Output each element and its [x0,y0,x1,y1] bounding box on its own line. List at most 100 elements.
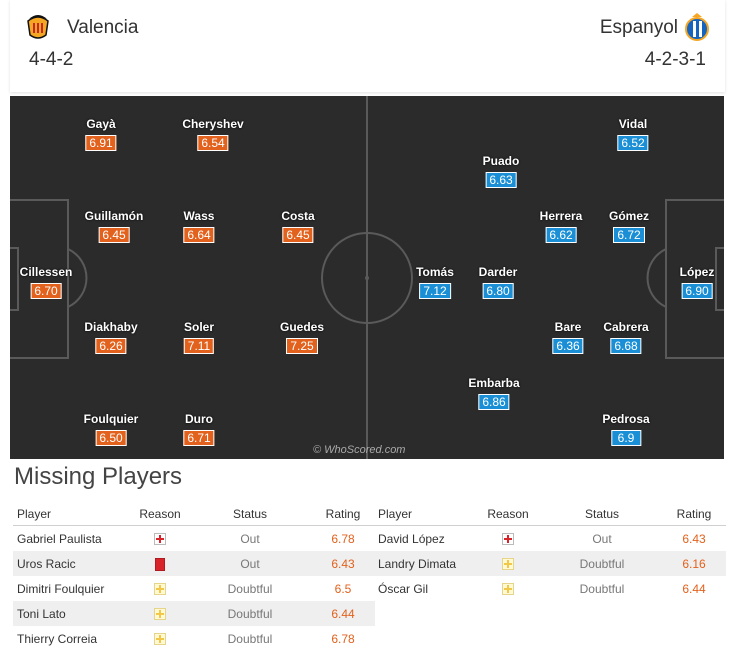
status-cell: Doubtful [579,581,625,596]
home-player-gaya[interactable]: Gayà 6.91 [85,117,117,152]
away-team-name[interactable]: Espanyol [599,17,678,38]
away-player-gomez[interactable]: Gómez 6.72 [609,209,649,244]
home-player-duro[interactable]: Duro 6.71 [183,412,215,447]
table-row: Dimitri Foulquier Doubtful 6.5 [13,576,375,601]
reason-cell [474,576,542,601]
home-missing-table: Player Reason Status Rating Gabriel Paul… [13,503,375,651]
player-rating: 6.45 [282,227,314,243]
doubtful-icon[interactable] [502,558,514,571]
home-player-cillessen[interactable]: Cillessen 6.70 [19,265,73,300]
player-name: Bare [554,320,582,334]
table-row: Thierry Correia Doubtful 6.78 [13,626,375,651]
away-player-lopez[interactable]: López 6.90 [679,265,715,300]
player-name: Darder [478,265,518,279]
player-name: López [679,265,715,279]
home-player-costa[interactable]: Costa 6.45 [281,209,315,244]
table-header-row: Player Reason Status Rating [13,503,375,526]
player-name-link[interactable]: David López [378,531,445,546]
player-name: Wass [183,209,215,223]
rating-cell: 6.44 [311,601,375,626]
player-rating: 6.36 [552,338,584,354]
away-player-darder[interactable]: Darder 6.80 [478,265,518,300]
rating-cell: 6.43 [682,531,706,546]
player-rating: 6.54 [197,135,229,151]
player-name-link[interactable]: Landry Dimata [374,551,474,576]
away-player-herrera[interactable]: Herrera 6.62 [540,209,582,244]
status-header: Status [189,503,311,526]
doubtful-icon[interactable] [154,633,166,646]
status-header: Status [542,503,662,526]
pitch: Gayà 6.91 Cheryshev 6.54 Guillamón 6.45 … [10,96,724,459]
player-rating: 7.12 [419,283,451,299]
home-formation: 4-4-2 [29,49,74,70]
table-row: Gabriel Paulista Out 6.78 [13,526,375,552]
player-rating: 7.11 [183,338,215,354]
missing-players-title: Missing Players [14,463,183,490]
player-name: Tomás [416,265,454,279]
player-rating: 6.9 [610,430,641,446]
away-player-bare[interactable]: Bare 6.36 [552,320,584,355]
home-player-soler[interactable]: Soler 7.11 [183,320,215,355]
player-name-link[interactable]: Uros Racic [13,551,131,576]
home-player-cheryshev[interactable]: Cheryshev 6.54 [182,117,244,152]
player-name-link[interactable]: Thierry Correia [17,631,98,646]
home-player-wass[interactable]: Wass 6.64 [183,209,215,244]
player-name-link[interactable]: Toni Lato [13,601,131,626]
home-player-foulquier[interactable]: Foulquier 6.50 [83,412,139,447]
rating-cell: 6.78 [331,531,355,546]
reason-cell [474,526,542,552]
doubtful-icon[interactable] [502,583,514,596]
player-rating: 6.62 [545,227,577,243]
player-name: Cabrera [603,320,649,334]
player-rating: 6.64 [183,227,215,243]
status-cell: Doubtful [189,601,311,626]
injury-icon[interactable] [502,533,514,546]
player-rating: 6.63 [485,172,517,188]
rating-header: Rating [662,503,726,526]
away-player-vidal[interactable]: Vidal 6.52 [617,117,649,152]
player-name: Guedes [279,320,325,334]
away-player-embarba[interactable]: Embarba 6.86 [468,376,520,411]
player-name-link[interactable]: Dimitri Foulquier [17,581,105,596]
player-name: Duro [184,412,213,426]
player-name-link[interactable]: Gabriel Paulista [17,531,102,546]
doubtful-icon[interactable] [154,583,166,596]
reason-cell [474,551,542,576]
away-player-puado[interactable]: Puado 6.63 [482,154,520,189]
player-rating: 6.52 [617,135,649,151]
away-player-cabrera[interactable]: Cabrera 6.68 [603,320,649,355]
player-name: Embarba [468,376,520,390]
away-player-tomas[interactable]: Tomás 7.12 [416,265,454,300]
doubtful-icon[interactable] [154,608,166,621]
player-name-link[interactable]: Óscar Gil [378,581,429,596]
injury-icon[interactable] [154,533,166,546]
player-rating: 6.80 [482,283,514,299]
player-rating: 6.45 [98,227,130,243]
player-rating: 6.70 [30,283,62,299]
espanyol-crest-icon [685,13,709,41]
away-player-pedrosa[interactable]: Pedrosa 6.9 [602,412,650,447]
table-row: Uros Racic Out 6.43 [13,551,375,576]
player-rating: 6.91 [85,135,117,151]
rating-cell: 6.78 [331,631,355,646]
player-header: Player [374,503,474,526]
player-name: Cheryshev [182,117,244,131]
player-rating: 6.71 [183,430,215,446]
away-missing-table: Player Reason Status Rating David López … [374,503,726,601]
home-player-diakhaby[interactable]: Diakhaby 6.26 [84,320,138,355]
watermark: © WhoScored.com [313,444,406,456]
home-team-name[interactable]: Valencia [67,17,139,38]
player-name: Cillessen [19,265,73,279]
player-name: Gómez [608,209,650,223]
home-player-guedes[interactable]: Guedes 7.25 [280,320,324,355]
rating-cell: 6.5 [334,581,352,596]
status-cell: Out [189,551,311,576]
red-card-icon[interactable] [155,557,165,571]
status-cell: Out [592,531,612,546]
home-player-guillamon[interactable]: Guillamón 6.45 [85,209,143,244]
player-name: Foulquier [83,412,139,426]
player-name: Puado [482,154,520,168]
player-name: Vidal [618,117,648,131]
table-row: David López Out 6.43 [374,526,726,552]
rating-cell: 6.44 [682,581,706,596]
